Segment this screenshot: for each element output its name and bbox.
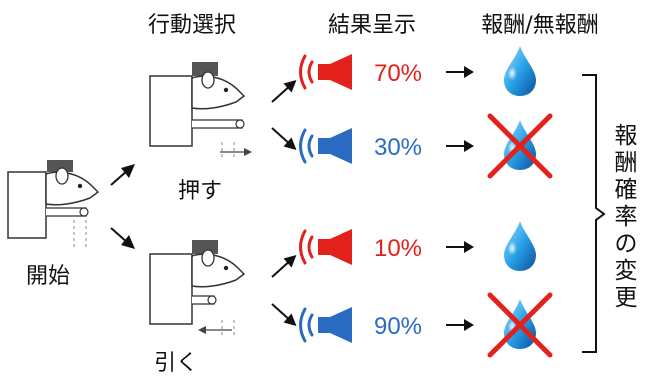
no-reward-cross-icon: [487, 292, 553, 358]
speaker-icon: [299, 307, 352, 343]
header-action: 行動選択: [148, 13, 236, 38]
side-label-char: 確: [615, 177, 638, 203]
mouse-pull-icon: [149, 240, 246, 338]
percent-label: 90%: [374, 313, 422, 340]
percent-label: 70%: [374, 60, 422, 87]
arrow-to-speaker: [271, 79, 297, 103]
arrow-start-to-push: [110, 164, 135, 186]
side-label-char: 変: [615, 258, 638, 284]
no-reward-cross-icon: [487, 113, 553, 179]
side-label-char: の: [615, 231, 638, 257]
arrow-to-speaker: [271, 303, 297, 327]
arrow-to-reward: [446, 140, 474, 152]
outcome-row: 90%: [271, 292, 553, 358]
side-label-char: 報: [615, 123, 638, 149]
speaker-icon: [299, 229, 352, 265]
right-bracket: [582, 74, 606, 353]
arrow-start-to-pull: [110, 227, 135, 249]
side-label-char: 酬: [615, 150, 638, 176]
arrow-to-speaker: [271, 127, 297, 151]
outcome-row: 30%: [271, 113, 553, 179]
header-reward: 報酬/無報酬: [481, 13, 598, 38]
percent-label: 10%: [374, 235, 422, 262]
side-label-char: 更: [615, 285, 638, 311]
label-pull: 引く: [154, 351, 198, 376]
arrow-to-speaker: [271, 254, 297, 278]
mouse-start-icon: [7, 160, 100, 248]
arrow-to-reward: [446, 241, 474, 253]
side-label-char: 率: [615, 204, 638, 230]
arrow-to-reward: [446, 66, 474, 78]
speaker-icon: [299, 54, 352, 90]
label-start: 開始: [26, 264, 70, 289]
speaker-icon: [299, 128, 352, 164]
water-drop-icon: [504, 221, 536, 271]
mouse-push-icon: [149, 62, 252, 160]
label-push: 押す: [178, 179, 222, 204]
header-result: 結果呈示: [328, 13, 416, 38]
percent-label: 30%: [374, 134, 422, 161]
outcome-row: 10%: [271, 221, 536, 278]
water-drop-icon: [504, 46, 536, 96]
arrow-to-reward: [446, 319, 474, 331]
outcome-row: 70%: [271, 46, 536, 103]
